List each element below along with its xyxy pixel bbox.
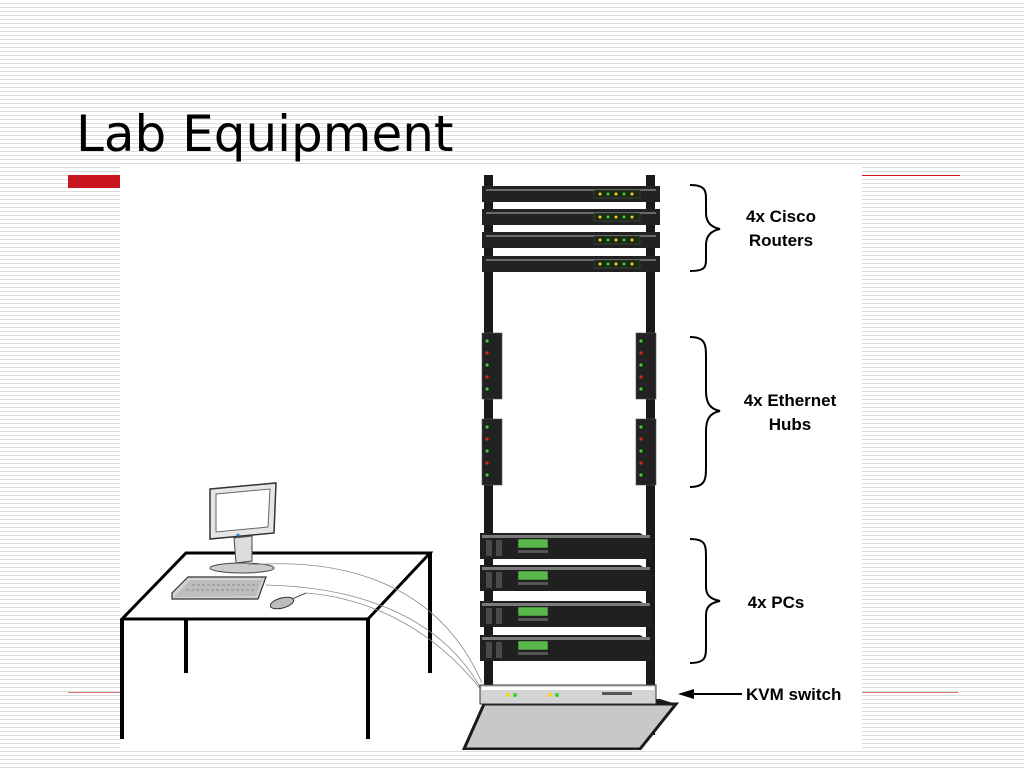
arrow-left-icon: [678, 689, 742, 699]
pc-server-icon: [480, 533, 652, 559]
accent-line-bottom-left: [68, 692, 120, 693]
accent-line-top: [862, 175, 960, 176]
label-hubs: 4x Ethernet Hubs: [726, 389, 854, 437]
keyboard-icon: [171, 576, 267, 600]
ethernet-hub-icon: [635, 418, 657, 486]
brace-icon-pcs: [689, 538, 721, 664]
label-routers: 4x Cisco Routers: [726, 205, 836, 253]
workstation-cables: [247, 563, 483, 692]
router-group: [482, 186, 660, 272]
monitor-icon: [209, 482, 277, 574]
label-routers-line-1: 4x Cisco: [746, 207, 816, 226]
label-hubs-line-1: 4x Ethernet: [743, 391, 837, 410]
label-pcs-line-1: 4x PCs: [747, 593, 805, 612]
mouse-icon: [269, 592, 307, 610]
router-icon: [482, 232, 660, 248]
lab-diagram: 4x Cisco Routers 4x Ethernet Hubs 4x PCs…: [120, 167, 862, 750]
label-routers-line-2: Routers: [748, 231, 814, 250]
kvm-switch-icon: [479, 684, 657, 705]
brace-icon-routers: [689, 184, 721, 272]
accent-line-bottom-right: [862, 692, 958, 693]
brace-icon-hubs: [689, 336, 721, 488]
desk-icon: [120, 551, 434, 739]
router-icon: [482, 186, 660, 202]
label-kvm-line-1: KVM switch: [746, 685, 842, 704]
lab-equipment-illustration: [120, 175, 742, 750]
accent-bar: [68, 175, 120, 188]
ethernet-hub-icon: [481, 332, 503, 400]
label-kvm-switch: KVM switch: [746, 683, 864, 707]
ethernet-hub-group: [481, 332, 657, 486]
label-pcs: 4x PCs: [726, 591, 826, 615]
ethernet-hub-icon: [481, 418, 503, 486]
router-icon: [482, 209, 660, 225]
label-hubs-line-2: Hubs: [768, 415, 812, 434]
pc-server-icon: [480, 601, 652, 627]
pc-group: [480, 533, 652, 661]
slide-title: Lab Equipment: [76, 105, 454, 163]
pc-server-icon: [480, 635, 652, 661]
ethernet-hub-icon: [635, 332, 657, 400]
pc-server-icon: [480, 565, 652, 591]
router-icon: [482, 256, 660, 272]
